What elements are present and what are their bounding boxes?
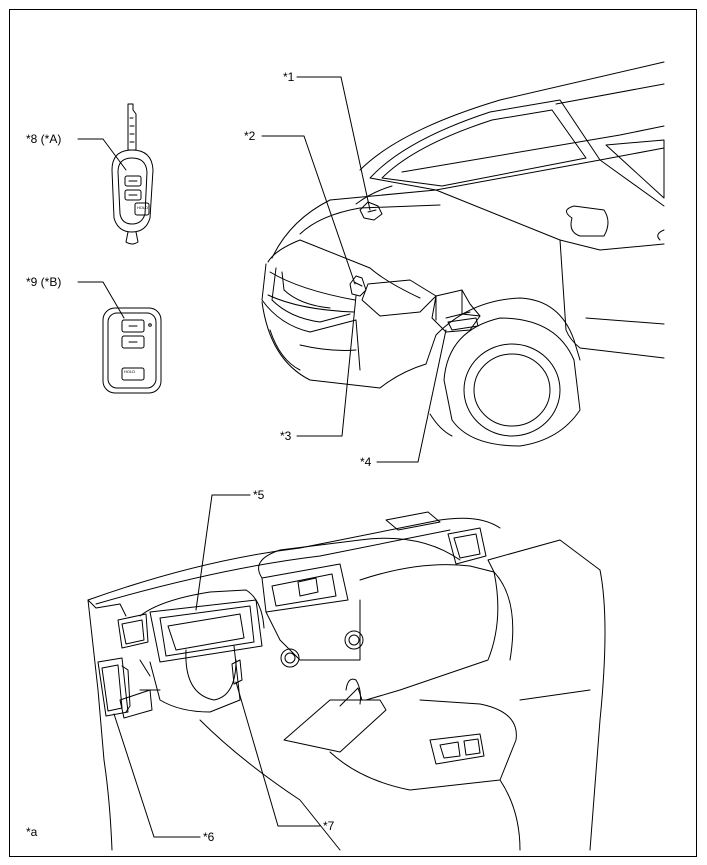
key-unlock-button (124, 189, 142, 201)
corner-label: *a (26, 825, 38, 839)
smart-key-unlock-button (121, 335, 145, 349)
part-2-3-bracket (349, 275, 367, 297)
smart-key-hold-button (121, 367, 145, 381)
callout-4: *4 (360, 455, 372, 469)
callout-2: *2 (244, 129, 256, 143)
callout-5: *5 (253, 488, 265, 502)
callout-8: *8 (*A) (26, 132, 62, 146)
key-lock-button (124, 175, 142, 187)
part-7-switch (231, 659, 243, 685)
part-5-meter-cluster (149, 599, 263, 663)
key-with-transmitter (111, 103, 154, 245)
key-hold-button (134, 202, 150, 216)
callout-1: *1 (283, 70, 295, 84)
callout-6: *6 (203, 830, 215, 844)
vehicle-exterior (261, 61, 665, 447)
smart-key (102, 307, 162, 394)
leader-lines (77, 76, 447, 838)
illustration-frame (9, 9, 697, 857)
callout-9: *9 (*B) (26, 275, 62, 289)
smart-key-lock-button (121, 319, 145, 333)
part-4-module (431, 289, 481, 333)
callout-7: *7 (323, 819, 335, 833)
vehicle-interior (87, 511, 606, 851)
part-6-ecu (97, 657, 129, 717)
part-1-sensor (359, 201, 383, 221)
callout-3: *3 (280, 429, 292, 443)
smart-key-hold-text: HOLD (124, 369, 135, 374)
key-hold-text: HOLD (137, 205, 148, 210)
